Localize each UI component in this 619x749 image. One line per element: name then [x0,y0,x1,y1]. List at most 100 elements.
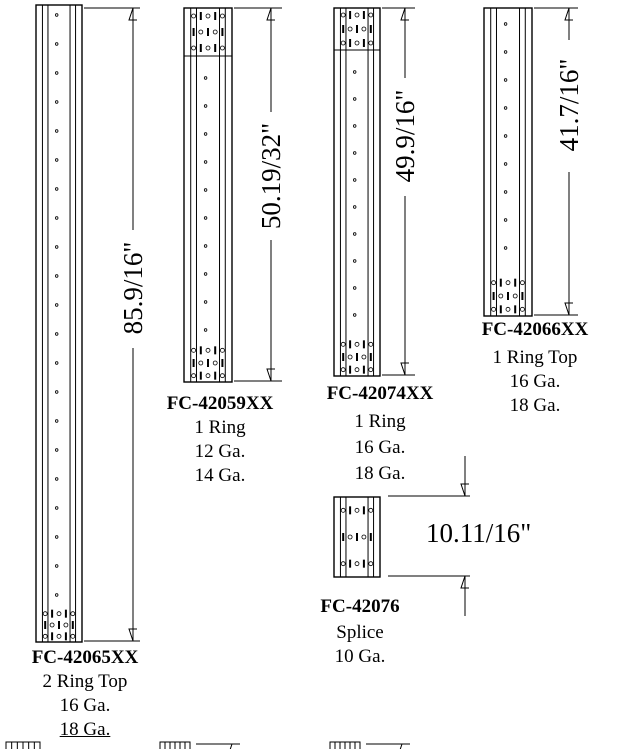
panel-fc-42076-ring-hole [354,507,360,513]
panel-fc-42059xx-hole [203,132,208,136]
panel-fc-42059xx-ring-hole [191,13,197,19]
part-gauge: 14 Ga. [194,465,246,486]
panel-fc-42074xx-ring-hole [354,40,360,46]
panel-fc-42059xx-ring-slot [214,371,217,380]
panel-fc-42076-outline [333,496,381,578]
panel-fc-42065xx-ring-hole [56,611,62,617]
part-description: 2 Ring Top [42,671,128,692]
panel-fc-42066xx-ring-hole [491,280,497,286]
panel-fc-42074xx-hole [353,124,357,128]
panel-fc-42065xx-hole [55,448,59,452]
panel-fc-42065xx-hole [55,100,59,104]
panel-fc-42065xx-hole [55,332,59,336]
panel-fc-42074xx-ring-hole [368,341,374,347]
panel-fc-42059xx-ring-slot [192,359,195,367]
panel-fc-42074xx-hole [353,97,357,101]
part-description: 1 Ring Top [492,347,578,368]
panel-fc-42065xx-hole [55,42,59,46]
panel-fc-42074xx-ring-hole [340,40,346,46]
panel-fc-42065xx-hole [55,129,59,133]
panel-fc-42059xx-ring-hole [191,373,197,379]
panel-fc-42065xx-ring-hole [49,622,55,628]
panel-fc-42059xx-ring-hole [191,347,197,353]
panel-fc-42066xx-hole [503,106,508,110]
panel-fc-42074xx-hole [353,205,357,209]
panel-fc-42076-ring-slot [342,533,345,541]
panel-fc-42059xx-ring-slot [214,44,217,52]
part-gauge: 18 Ga. [354,463,406,484]
panel-fc-42065xx-hole [55,593,59,597]
panel-fc-42066xx-ring-hole [512,293,518,299]
panel-fc-42074xx-ring-slot [362,39,365,47]
dim-arrow-top [564,7,573,21]
panel-fc-42076-ring-slot [349,559,352,568]
dimension-41-7-16: 41.7/16" [554,58,584,152]
panel-fc-42059xx-outline [183,7,233,383]
panel-fc-42074xx-hole [353,313,357,317]
panel-fc-42065xx-hole [55,71,59,75]
panel-fc-42066xx-outline [483,7,533,317]
panel-fc-42065xx-hole [55,506,59,510]
panel-fc-42065xx-hole [55,535,59,539]
panel-fc-42065xx-ring-hole [42,611,48,617]
part-label-fc-42076: FC-42076 Splice 10 Ga. [300,595,420,669]
panel-fc-42074xx-hole [353,232,357,236]
part-gauge: 12 Ga. [194,441,246,462]
panel-fc-42059xx-hole [203,244,208,248]
panel-fc-42059xx-ring-slot [214,346,217,355]
part-description: 1 Ring [354,411,406,432]
panel-fc-42076-ring-hole [368,507,374,513]
panel-fc-42065xx-hole [55,274,59,278]
dim-arrow-bottom [128,628,137,642]
panel-fc-42059xx-hole [203,160,208,164]
panel-fc-42065xx-outline [35,4,83,643]
panel-fc-42059xx-ring-hole [212,360,218,366]
dimension-85-9-16: 85.9/16" [118,241,148,335]
panel-fc-42074xx-ring-slot [362,365,365,374]
panel-fc-42076-ring-hole [340,507,346,513]
panel-fc-42076-ring-slot [356,533,358,541]
panel-fc-42074xx-hole [353,70,357,74]
panel-fc-42074xx-ring-slot [349,39,352,47]
dimension-10-11-16: 10.11/16" [426,518,532,548]
part-gauge: 18 Ga. [59,719,111,740]
panel-fc-42066xx-ring-slot [492,292,495,300]
panel-fc-42074xx-ring-slot [369,25,372,33]
panel-fc-42059xx-ring-slot [214,12,217,20]
dim-arrow-bottom [460,575,469,589]
part-label-fc-42065xx: FC-42065XX 2 Ring Top 16 Ga. 18 Ga. [0,646,170,742]
panel-fc-42074xx-hole [353,178,357,182]
panel-fc-42074xx-ring-slot [342,25,345,33]
panel-fc-42065xx-ring-slot [64,609,67,618]
panel-fc-42074xx-hole [353,259,357,263]
dim-arrow-top [399,743,403,749]
part-code: FC-42059XX [166,393,274,414]
panel-fc-42076-ring-hole [354,561,360,567]
panel-fc-42059xx-ring-hole [205,347,211,353]
panel-fc-42059xx-ring-hole [205,45,211,51]
panel-fc-42074xx-ring-slot [342,353,345,361]
dim-arrow-top [128,7,137,21]
panel-fc-42066xx-ring-slot [499,305,502,314]
dim-arrow-bottom [400,362,409,376]
panel-fc-42076-ring-hole [361,534,367,540]
panel-fc-42065xx-ring-slot [58,621,60,629]
part-gauge: 16 Ga. [354,437,406,458]
panel-fc-42059xx-ring-hole [212,29,218,35]
panel-fc-42074xx-ring-hole [347,354,353,360]
panel-fc-42065xx-ring-hole [42,633,48,639]
panel-fc-42074xx-ring-hole [347,26,353,32]
part-gauge: 16 Ga. [509,371,561,392]
panel-fc-42059xx-ring-slot [221,28,224,36]
part-code: FC-42076 [320,596,400,617]
panel-fc-42066xx-hole [503,134,508,138]
panel-fc-42065xx-ring-slot [71,621,74,629]
panel-fc-42074xx-ring-hole [340,12,346,18]
panel-fc-42074xx-ring-slot [362,11,365,19]
panel-fc-42074xx-ring-hole [354,341,360,347]
panel-fc-42059xx-hole [203,76,208,80]
panel-fc-42065xx-hole [55,477,59,481]
panel-fc-42076-ring-slot [349,506,352,515]
panel-fc-42066xx-ring-hole [505,306,511,312]
panel-fc-42059xx-hole [203,216,208,220]
